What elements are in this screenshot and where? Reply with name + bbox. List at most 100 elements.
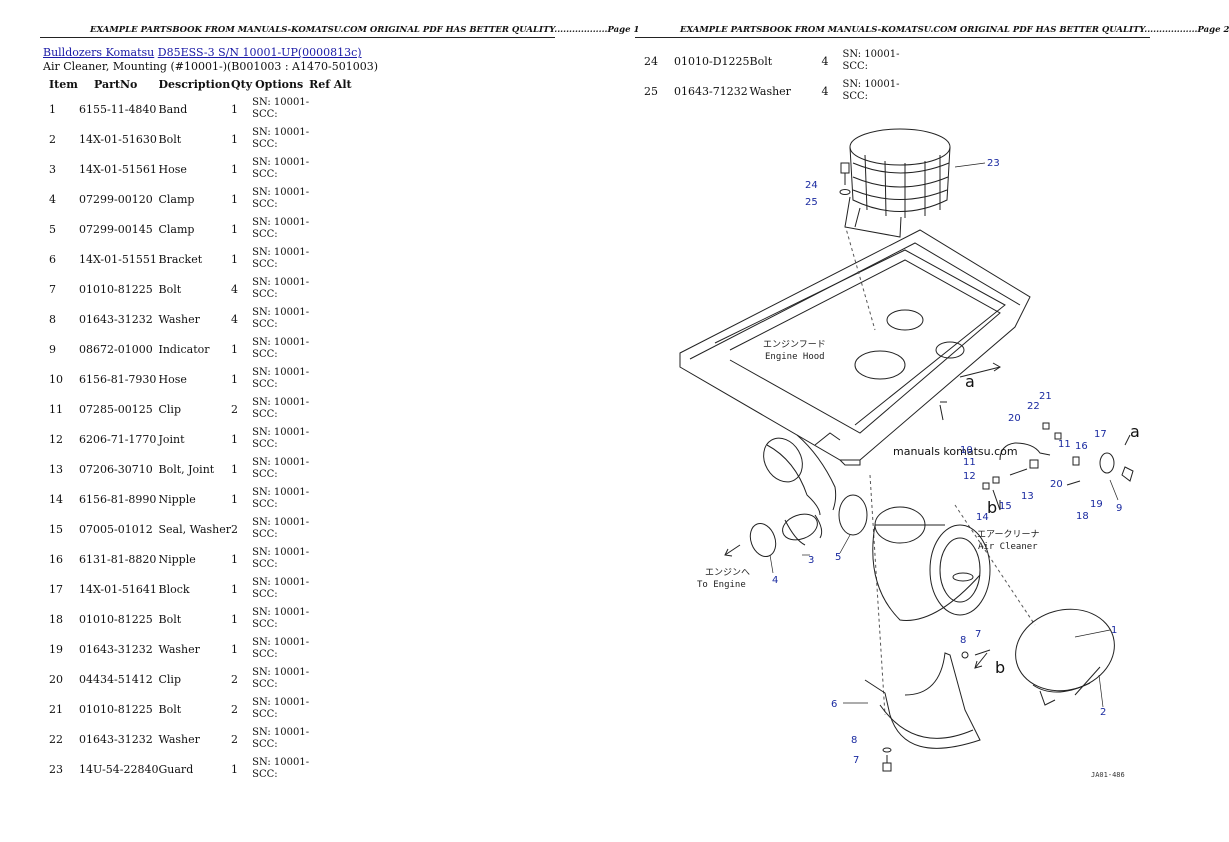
option-serial: SN: 10001-: [252, 757, 310, 768]
col-header-qty: Qty: [231, 77, 253, 91]
cell-description: Clip: [158, 402, 182, 416]
cell-ref-alt: [309, 244, 359, 274]
page-subtitle: Air Cleaner, Mounting (#10001-)(B001003 …: [43, 60, 378, 73]
parts-page-2: EXAMPLE PARTSBOOK FROM MANUALS-KOMATSU.C…: [595, 0, 1229, 842]
air-cleaner-drawing: [872, 506, 991, 621]
cell-item: 25: [644, 84, 658, 98]
cell-partno: 14X-01-51561: [79, 162, 157, 176]
option-serial: SN: 10001-: [252, 427, 310, 438]
cell-description: Guard: [158, 762, 194, 776]
cell-description: Nipple: [158, 492, 196, 506]
cell-qty: 1: [231, 552, 239, 566]
callout-22: 22: [1027, 401, 1040, 412]
option-serial: SN: 10001-: [842, 49, 900, 60]
callout-19: 19: [1090, 499, 1103, 510]
option-serial: SN: 10001-: [252, 307, 310, 318]
cell-description: Bolt: [749, 54, 773, 68]
option-scc: SCC:: [252, 199, 278, 210]
option-scc: SCC:: [252, 499, 278, 510]
option-serial: SN: 10001-: [252, 727, 310, 738]
callout-7: 7: [975, 629, 981, 640]
cell-description: Nipple: [158, 552, 196, 566]
cell-partno: 08672-01000: [79, 342, 153, 356]
cell-ref-alt: [309, 334, 359, 364]
bracket-6-drawing: [864, 652, 981, 749]
cell-partno: 01010-81225: [79, 282, 153, 296]
cell-qty: 1: [231, 582, 239, 596]
label-to-engine-en: To Engine: [697, 580, 746, 590]
breadcrumb-link-category[interactable]: Bulldozers Komatsu: [43, 46, 155, 59]
cell-description: Joint: [158, 432, 185, 446]
callout-13: 13: [1021, 491, 1034, 502]
option-serial: SN: 10001-: [252, 487, 310, 498]
cell-item: 6: [49, 252, 56, 266]
callout-5: 5: [835, 552, 841, 563]
callout-10: 10: [960, 445, 973, 456]
col-header-partno: PartNo: [94, 77, 138, 91]
cell-ref-alt: [309, 574, 359, 604]
label-engine-hood-jp: エンジンフード: [763, 340, 826, 350]
cell-description: Band: [158, 102, 188, 116]
cell-ref-alt: [309, 364, 359, 394]
parts-page-1: EXAMPLE PARTSBOOK FROM MANUALS-KOMATSU.C…: [0, 0, 639, 842]
cell-options: SN: 10001-SCC:: [252, 574, 309, 604]
cell-description: Clamp: [158, 192, 195, 206]
callout-16: 16: [1075, 441, 1088, 452]
cell-qty: 1: [231, 642, 239, 656]
cell-item: 14: [49, 492, 63, 506]
cell-qty: 2: [231, 732, 239, 746]
indicator-fittings-drawing: [961, 422, 1134, 659]
cell-partno: 01643-31232: [79, 732, 153, 746]
guide-lines: [844, 224, 1036, 716]
cell-ref-alt: [309, 454, 359, 484]
cell-partno: 14X-01-51630: [79, 132, 157, 146]
cell-qty: 2: [231, 522, 239, 536]
label-air-cleaner-jp: エアークリーナ: [977, 529, 1039, 540]
option-serial: SN: 10001-: [252, 577, 310, 588]
cell-ref-alt: [309, 604, 359, 634]
option-scc: SCC:: [252, 229, 278, 240]
cell-ref-alt: [309, 154, 359, 184]
cell-description: Indicator: [158, 342, 210, 356]
view-letter-b: b: [995, 658, 1005, 677]
header-divider: [40, 37, 555, 38]
parts-table: Item PartNo Description Qty Options Ref …: [49, 74, 359, 784]
breadcrumb-link-model[interactable]: D85ESS-3 S/N 10001-UP(0000813c): [157, 46, 362, 59]
cell-item: 3: [49, 162, 56, 176]
cell-partno: 6206-71-1770: [79, 432, 157, 446]
cell-item: 1: [49, 102, 56, 116]
cell-partno: 6156-81-8990: [79, 492, 157, 506]
cell-item: 23: [49, 762, 63, 776]
cell-options: SN: 10001-SCC:: [252, 334, 309, 364]
cell-partno: 14U-54-22840: [79, 762, 159, 776]
cell-ref-alt: [309, 424, 359, 454]
cell-partno: 6156-81-7930: [79, 372, 157, 386]
cell-partno: 14X-01-51551: [79, 252, 157, 266]
option-scc: SCC:: [252, 379, 278, 390]
option-serial: SN: 10001-: [252, 217, 310, 228]
cell-description: Hose: [158, 162, 187, 176]
cell-item: 22: [49, 732, 63, 746]
option-scc: SCC:: [252, 529, 278, 540]
callout-3: 3: [808, 555, 814, 566]
cell-item: 20: [49, 672, 63, 686]
cell-options: SN: 10001-SCC:: [252, 694, 309, 724]
option-scc: SCC:: [252, 649, 278, 660]
cell-options: SN: 10001-SCC:: [252, 724, 309, 754]
cell-partno: 01010-81225: [79, 702, 153, 716]
cell-item: 8: [49, 312, 56, 326]
direction-arrows: [724, 362, 1131, 669]
bolt-washer-lower-drawing: [882, 747, 892, 772]
cell-qty: 1: [231, 342, 239, 356]
option-scc: SCC:: [252, 439, 278, 450]
cell-options: SN: 10001-SCC:: [252, 274, 309, 304]
cell-qty: 1: [231, 222, 239, 236]
cell-description: Washer: [158, 312, 200, 326]
